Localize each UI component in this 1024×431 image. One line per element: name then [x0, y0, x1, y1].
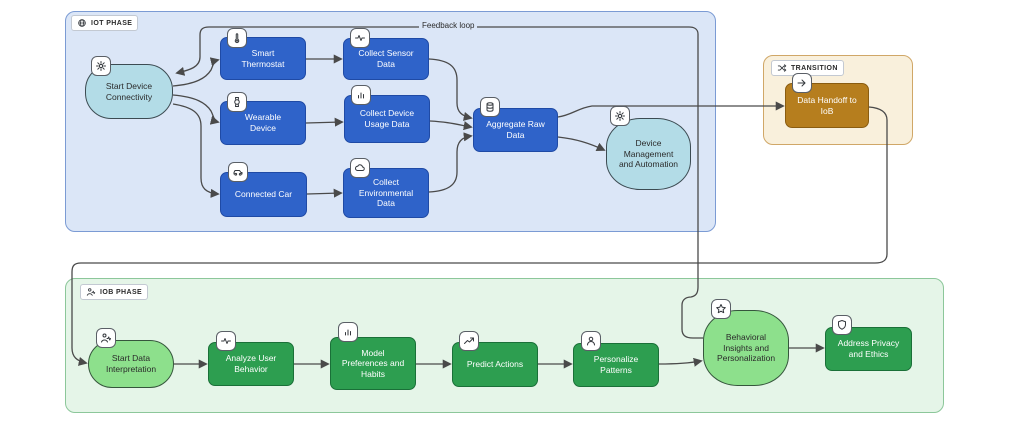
node-label: Start Data Interpretation	[105, 353, 157, 374]
node-label: Collect Sensor Data	[358, 48, 414, 69]
node-label: Data Handoff to IoB	[797, 94, 857, 116]
connector-start-to-car	[172, 103, 220, 198]
node-label: Analyze User Behavior	[225, 353, 277, 374]
connector-aggregate-to-device-mgmt	[557, 136, 606, 152]
node-address-privacy-ethics: Address Privacy and Ethics	[825, 327, 912, 371]
user-pulse-icon	[96, 328, 116, 348]
iot-phase-label: IOT PHASE	[71, 15, 139, 31]
node-behavioral-insights-personalization: Behavioral Insights and Personalization	[703, 310, 789, 386]
cloud-icon	[350, 158, 370, 178]
feedback-loop-label: Feedback loop	[419, 20, 478, 31]
node-model-preferences-habits: Model Preferences and Habits	[330, 337, 416, 390]
node-label: Collect Device Usage Data	[359, 108, 415, 129]
bar-chart-icon	[351, 85, 371, 105]
node-label: Address Privacy and Ethics	[837, 338, 900, 359]
gear-icon	[610, 106, 630, 126]
iot-phase-label-text: IOT PHASE	[91, 19, 133, 27]
node-start-data-interpretation: Start Data Interpretation	[88, 340, 174, 388]
user-icon	[581, 331, 601, 351]
connector-usage-to-aggregate	[429, 120, 473, 131]
thermometer-icon	[227, 28, 247, 48]
iob-phase-label: IOB PHASE	[80, 284, 149, 300]
node-label: Wearable Device	[244, 112, 282, 133]
node-label: Device Management and Automation	[618, 138, 679, 170]
node-label: Start Device Connectivity	[105, 80, 153, 102]
pulse-icon	[350, 28, 370, 48]
node-label: Behavioral Insights and Personalization	[716, 332, 776, 364]
connector-sensor-to-aggregate	[428, 58, 473, 121]
star-icon	[711, 299, 731, 319]
node-device-management-automation: Device Management and Automation	[606, 118, 691, 190]
connector-start-to-thermostat	[172, 57, 220, 87]
transition-phase-label-text: TRANSITION	[791, 64, 838, 72]
node-label: Connected Car	[234, 189, 293, 200]
connector-aggregate-to-handoff	[557, 101, 785, 118]
node-label: Personalize Patterns	[593, 354, 639, 375]
node-label: Model Preferences and Habits	[341, 347, 405, 379]
connector-car-to-environment	[306, 188, 343, 198]
globe-icon	[78, 19, 86, 27]
pulse-icon	[216, 331, 236, 351]
node-label: Smart Thermostat	[241, 47, 285, 69]
node-label: Predict Actions	[466, 359, 524, 370]
database-icon	[480, 97, 500, 117]
bar-chart-icon	[338, 322, 358, 342]
shuffle-icon	[777, 64, 787, 72]
node-label: Collect Environmental Data	[358, 177, 414, 209]
car-icon	[228, 162, 248, 182]
node-collect-sensor-data: Collect Sensor Data	[343, 38, 429, 80]
node-label: Aggregate Raw Data	[486, 119, 545, 140]
connector-start-to-wearable	[172, 94, 220, 125]
connector-environment-to-aggregate	[428, 132, 473, 193]
transition-phase-label: TRANSITION	[771, 60, 844, 76]
connector-handoff-to-iob-start	[71, 106, 888, 366]
trend-up-icon	[459, 331, 479, 351]
connector-feedback-loop	[175, 26, 703, 339]
node-collect-device-usage-data: Collect Device Usage Data	[344, 95, 430, 143]
connector-wearable-to-usage	[305, 117, 344, 127]
connector-personalize-to-insights	[658, 357, 703, 367]
shield-icon	[832, 315, 852, 335]
gear-icon	[91, 56, 111, 76]
watch-icon	[227, 92, 247, 112]
user-pulse-icon	[86, 288, 96, 296]
arrow-right-icon	[792, 73, 812, 93]
iob-phase-label-text: IOB PHASE	[100, 288, 143, 296]
